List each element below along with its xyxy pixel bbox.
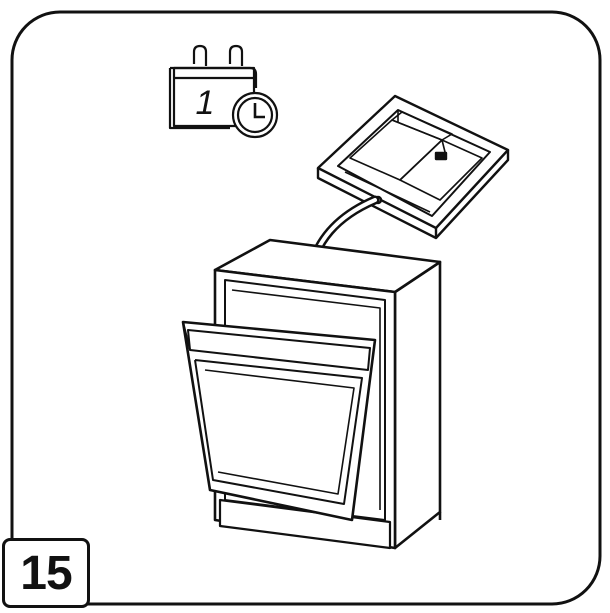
dishwasher-icon xyxy=(181,238,442,550)
step-number-text: 15 xyxy=(20,546,72,600)
calendar-day: 1 xyxy=(195,84,215,122)
clock-icon xyxy=(231,91,279,139)
filter-icon xyxy=(316,94,510,240)
step-number: 15 xyxy=(2,538,90,608)
